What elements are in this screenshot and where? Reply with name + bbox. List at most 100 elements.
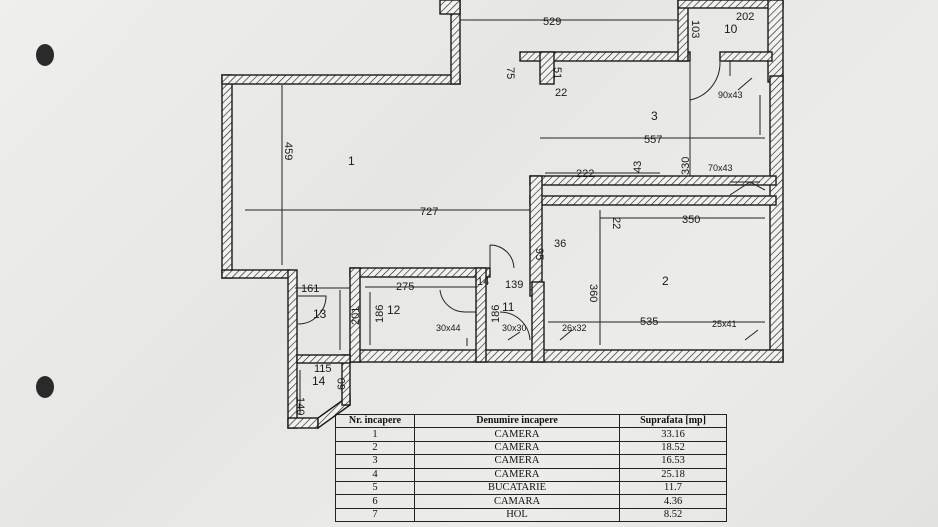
cell-name: CAMERA	[414, 454, 620, 469]
dim-36: 36	[554, 238, 566, 250]
dim-275: 275	[396, 281, 414, 293]
room-number-1: 1	[348, 154, 355, 168]
opening-30x30: 30x30	[502, 323, 527, 333]
cell-area: 16.53	[619, 454, 727, 469]
wall-room1-bottom-left	[221, 269, 291, 279]
wall-room12-left	[349, 267, 361, 363]
opening-26x32: 26x32	[562, 323, 587, 333]
cell-area: 4.36	[619, 494, 727, 509]
dim-115: 115	[314, 363, 332, 375]
dim-60: 60	[336, 378, 348, 390]
cell-area: 11.7	[619, 480, 727, 496]
cell-name: CAMERA	[414, 427, 620, 442]
dim-186a: 186	[374, 305, 386, 323]
wall-room10-right	[767, 0, 784, 83]
wall-right	[769, 75, 784, 363]
table-row: 7 HOL 8.52	[335, 507, 727, 523]
dim-140: 140	[294, 397, 306, 415]
dim-22a: 22	[555, 87, 567, 99]
dim-139: 139	[505, 279, 523, 291]
wall-top-pier	[539, 51, 555, 85]
dim-350: 350	[682, 214, 700, 226]
cell-name: HOL	[414, 507, 620, 523]
wall-top-interior	[519, 51, 691, 62]
header-room-name: Denumire incapere	[414, 413, 620, 429]
door-room12	[439, 289, 476, 313]
cell-name: CAMARA	[414, 494, 620, 509]
punch-hole-bottom	[36, 376, 54, 398]
table-row: 6 CAMARA 4.36	[335, 494, 727, 509]
dim-222: 222	[576, 168, 594, 180]
cell-area: 25.18	[619, 467, 727, 482]
punch-hole-top	[36, 44, 54, 66]
dim-557: 557	[644, 134, 662, 146]
wall-room11-right	[531, 281, 545, 363]
room-number-3: 3	[651, 109, 658, 123]
dim-75: 75	[504, 67, 516, 79]
table-row: 4 CAMERA 25.18	[335, 467, 727, 482]
room-number-13: 13	[313, 307, 327, 321]
opening-90x43: 90x43	[718, 90, 743, 100]
wall-room2-left	[529, 175, 543, 297]
dim-201: 201	[350, 307, 362, 325]
dim-14: 14	[477, 276, 489, 288]
table-row: 5 BUCATARIE 11.7	[335, 480, 727, 496]
opening-markers	[466, 77, 759, 346]
table-row: 2 CAMERA 18.52	[335, 440, 727, 456]
dim-51: 51	[551, 67, 563, 79]
dim-186b: 186	[490, 305, 502, 323]
dim-22b: 22	[610, 217, 622, 229]
doors	[297, 61, 766, 341]
cell-nr: 7	[335, 507, 415, 523]
dim-535: 535	[640, 316, 658, 328]
cell-nr: 1	[335, 427, 415, 442]
door-room2-window	[729, 181, 766, 196]
cell-nr: 3	[335, 454, 415, 469]
wall-room10-bottom	[719, 51, 773, 62]
dim-103: 103	[689, 20, 701, 38]
room-number-11: 11	[502, 300, 515, 314]
dim-161: 161	[301, 283, 319, 295]
wall-room11-left	[475, 267, 487, 363]
dimension-labels: 529 103 202 75 51 22 459 557 330 222 43 …	[282, 11, 754, 415]
room-number-12: 12	[387, 303, 401, 317]
cell-area: 8.52	[619, 507, 727, 523]
room-number-10: 10	[724, 22, 738, 36]
room-numbers: 1 2 3 10 11 12 13 14	[312, 22, 738, 388]
dim-202: 202	[736, 11, 754, 23]
wall-room14-top	[296, 354, 351, 364]
opening-70x43: 70x43	[708, 163, 733, 173]
cell-nr: 6	[335, 494, 415, 509]
opening-labels: 90x43 70x43 30x44 30x30 26x32 25x41	[436, 90, 743, 333]
door-room10	[689, 61, 721, 101]
wall-bottom	[349, 349, 784, 363]
table-row: 1 CAMERA 33.16	[335, 427, 727, 442]
dim-459: 459	[282, 142, 294, 160]
wall-room10-left	[677, 0, 689, 62]
wall-room10-top	[677, 0, 784, 9]
room-area-table: Nr. incapere Denumire incapere Suprafata…	[335, 413, 727, 523]
door-room13	[297, 295, 327, 325]
wall-mid-lower	[529, 195, 777, 206]
opening-25x41: 25x41	[712, 319, 737, 329]
dim-360: 360	[587, 284, 599, 302]
walls	[221, 0, 784, 430]
cell-name: CAMERA	[414, 467, 620, 482]
wall-mid-upper	[529, 175, 777, 186]
cell-name: CAMERA	[414, 440, 620, 456]
wall-room12-top	[349, 267, 491, 278]
header-room-number: Nr. incapere	[335, 413, 415, 429]
door-room11-top	[489, 244, 515, 269]
dim-43: 43	[632, 161, 644, 173]
header-area: Suprafata [mp]	[619, 413, 727, 429]
dim-330: 330	[680, 157, 692, 175]
cell-area: 33.16	[619, 427, 727, 442]
dim-529: 529	[543, 16, 561, 28]
table-row: 3 CAMERA 16.53	[335, 454, 727, 469]
wall-top-room1	[221, 74, 461, 85]
table-header-row: Nr. incapere Denumire incapere Suprafata…	[335, 413, 727, 429]
wall-top-corner	[439, 0, 461, 15]
dim-727: 727	[420, 206, 438, 218]
room-number-2: 2	[662, 274, 669, 288]
